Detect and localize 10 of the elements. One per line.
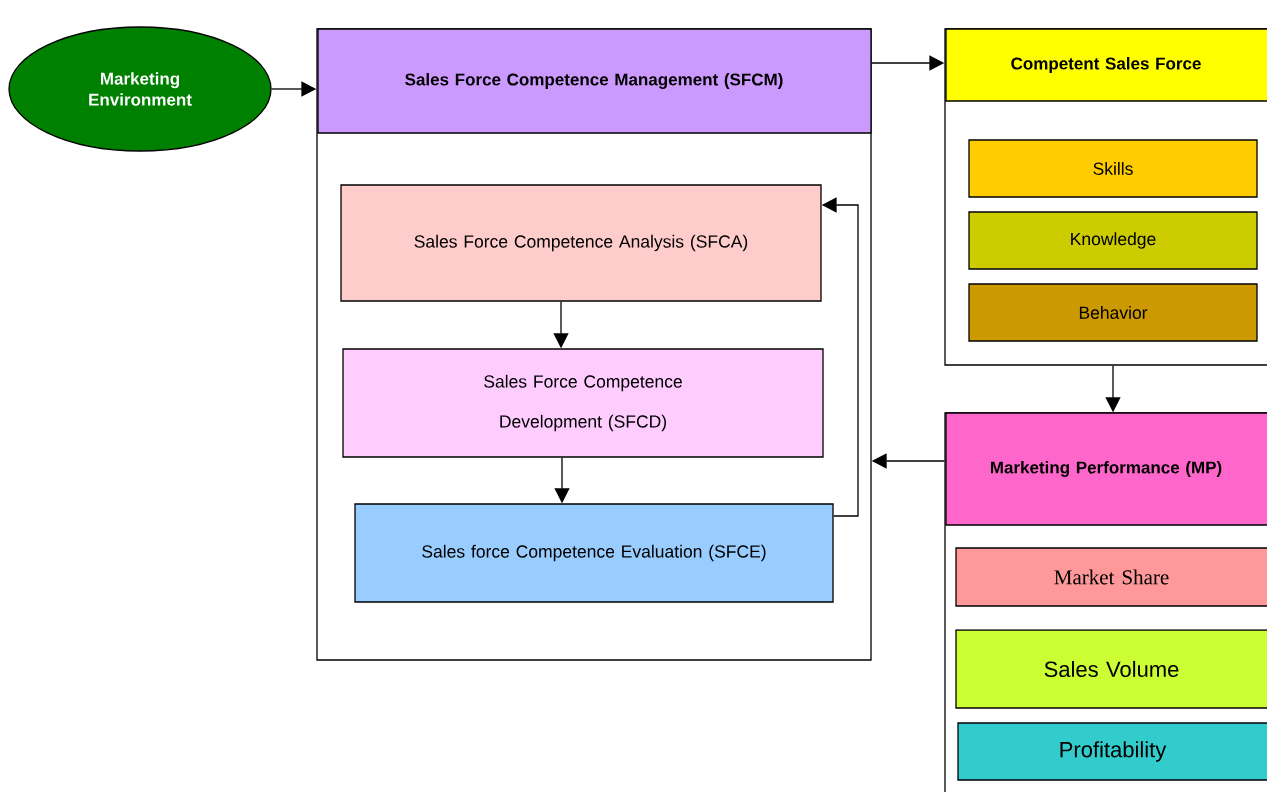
item-box: Behavior [968, 283, 1258, 342]
process-box: Sales force Competence Evaluation (SFCE) [354, 503, 834, 603]
item-box: Sales Volume [955, 629, 1267, 709]
process-box: Sales Force Competence Development (SFCD) [342, 348, 824, 458]
item-box: Market Share [955, 547, 1267, 607]
ellipse-node: Marketing Environment [8, 26, 272, 152]
item-box: Skills [968, 139, 1258, 198]
item-box: Knowledge [968, 211, 1258, 270]
item-box: Profitability [957, 722, 1267, 781]
process-box: Sales Force Competence Analysis (SFCA) [340, 184, 822, 302]
